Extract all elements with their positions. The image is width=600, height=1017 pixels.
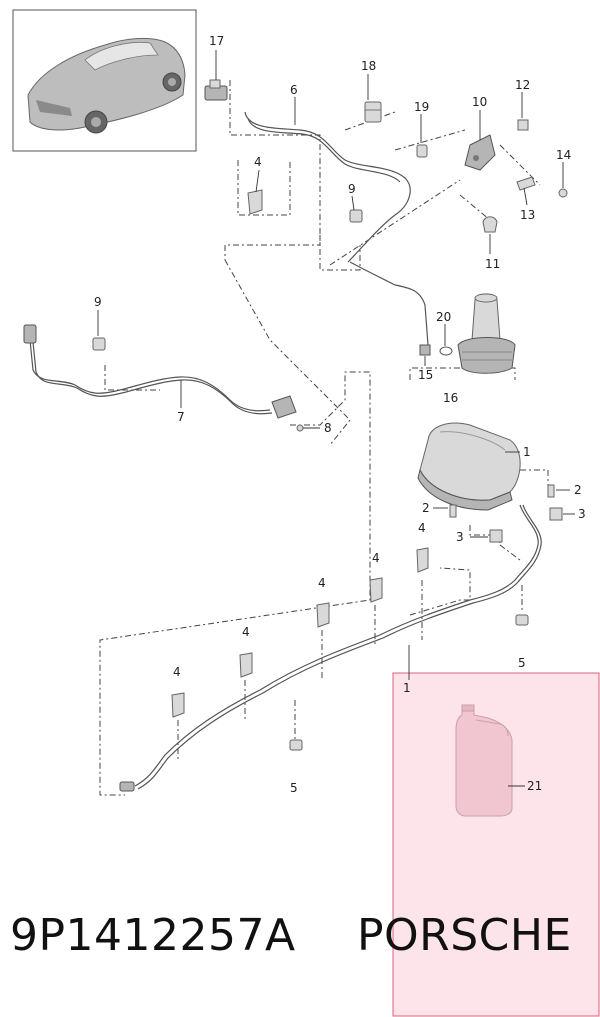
part-18[interactable] (364, 101, 382, 123)
callout-9: 9 (94, 295, 102, 309)
part-16-filler-neck[interactable] (457, 293, 516, 374)
callout-2: 2 (574, 483, 582, 497)
part-9a[interactable] (349, 209, 363, 223)
callout-7: 7 (177, 410, 185, 424)
callout-18: 18 (361, 59, 376, 73)
callout-1: 1 (523, 445, 531, 459)
connector-left[interactable] (23, 324, 37, 344)
part-17[interactable] (204, 79, 228, 101)
part-4c[interactable] (369, 577, 383, 603)
callout-12: 12 (515, 78, 530, 92)
part-4d[interactable] (316, 602, 330, 628)
part-5a[interactable] (515, 614, 529, 626)
part-4a[interactable] (247, 189, 263, 215)
brand-name: PORSCHE (357, 910, 572, 961)
part-9b[interactable] (92, 337, 106, 351)
callout-4: 4 (254, 155, 262, 169)
callout-17: 17 (209, 34, 224, 48)
part-21-oil-bottle[interactable] (455, 704, 513, 817)
callout-3: 3 (578, 507, 586, 521)
callout-9: 9 (348, 182, 356, 196)
callout-4: 4 (318, 576, 326, 590)
part-8[interactable] (271, 395, 304, 432)
callout-3: 3 (456, 530, 464, 544)
dashed-leaders (99, 80, 549, 796)
part-4b[interactable] (416, 547, 429, 573)
part-19[interactable] (416, 144, 428, 158)
callout-19: 19 (414, 100, 429, 114)
part-20-seal[interactable] (439, 346, 453, 356)
callout-4: 4 (372, 551, 380, 565)
part-2a[interactable] (449, 504, 457, 518)
part-3b[interactable] (549, 507, 563, 521)
callout-8: 8 (324, 421, 332, 435)
callout-5: 5 (290, 781, 298, 795)
callout-11: 11 (485, 257, 500, 271)
callout-6: 6 (290, 83, 298, 97)
car-thumbnail (12, 9, 197, 152)
callout-10: 10 (472, 95, 487, 109)
part-11[interactable] (482, 216, 498, 233)
callout-labels: 17 18 6 19 10 12 14 4 9 13 11 9 20 15 16… (94, 34, 586, 795)
callout-13: 13 (520, 208, 535, 222)
callout-21: 21 (527, 779, 542, 793)
part-4e[interactable] (239, 652, 253, 678)
part-13[interactable] (516, 176, 536, 191)
callout-leaders (97, 50, 575, 787)
part-3a[interactable] (489, 529, 503, 543)
callout-4: 4 (173, 665, 181, 679)
callout-15: 15 (418, 368, 433, 382)
pipes (29, 111, 542, 790)
callout-4: 4 (242, 625, 250, 639)
callout-4: 4 (418, 521, 426, 535)
callout-5: 5 (518, 656, 526, 670)
part-1-tank[interactable] (417, 422, 521, 511)
part-5b[interactable] (289, 739, 303, 751)
callout-16: 16 (443, 391, 458, 405)
part-4f[interactable] (171, 692, 185, 718)
callout-20: 20 (436, 310, 451, 324)
part-14[interactable] (558, 188, 568, 198)
callout-14: 14 (556, 148, 571, 162)
part-number: 9P1412257A (10, 910, 296, 961)
callout-1: 1 (403, 681, 411, 695)
part-2b[interactable] (547, 484, 555, 498)
part-12[interactable] (517, 119, 529, 131)
part-15[interactable] (419, 344, 431, 356)
callout-2: 2 (422, 501, 430, 515)
part-10[interactable] (464, 134, 496, 171)
connector-bottom[interactable] (119, 781, 135, 792)
